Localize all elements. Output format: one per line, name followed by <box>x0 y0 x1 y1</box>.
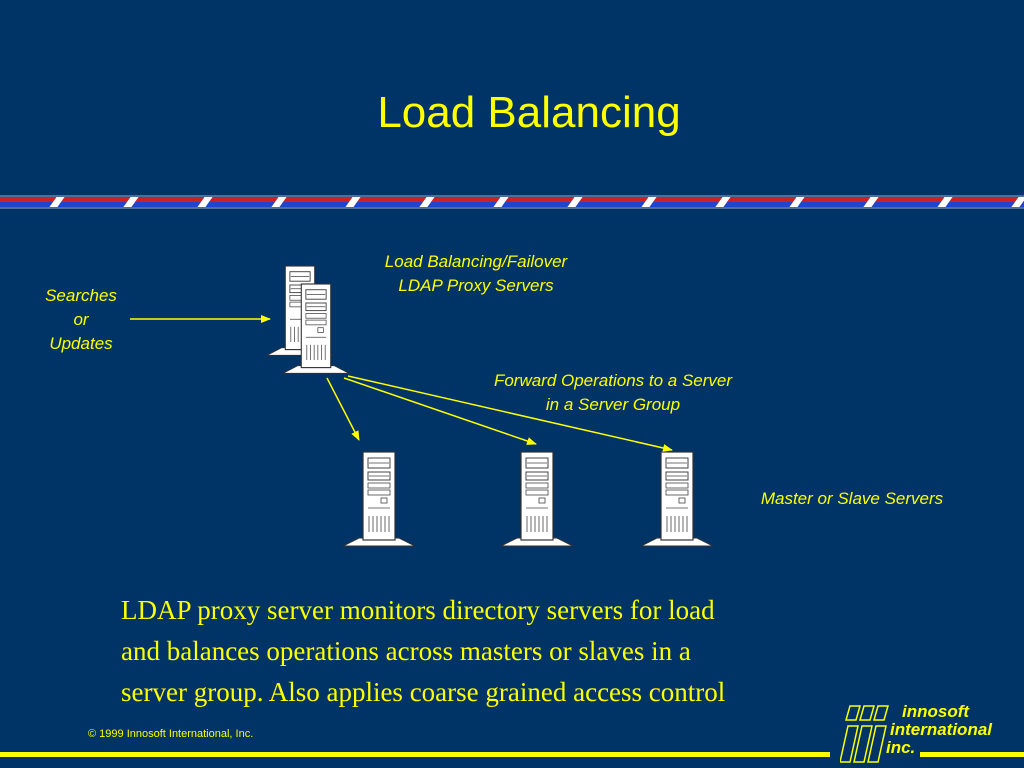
company-name: innosoft international inc. <box>886 702 993 757</box>
forward-arrow-1 <box>326 377 360 441</box>
forward-label: Forward Operations to a Server in a Serv… <box>493 371 733 414</box>
forward-arrow-2 <box>343 377 537 445</box>
footer-rule-right <box>920 752 1024 757</box>
innosoft-logo-icon <box>840 705 889 763</box>
proxy-label: Load Balancing/Failover LDAP Proxy Serve… <box>384 252 568 295</box>
server-3-icon <box>640 451 714 547</box>
slide-title: Load Balancing <box>377 88 681 137</box>
client-label: Searches or Updates <box>45 286 117 353</box>
server-2-icon <box>500 451 574 547</box>
forward-arrow-3 <box>347 375 673 452</box>
footer-rule <box>0 752 830 757</box>
masters-label: Master or Slave Servers <box>760 489 944 508</box>
decorative-stripe <box>0 195 1024 209</box>
copyright-text: © 1999 Innosoft International, Inc. <box>88 728 254 740</box>
description-text: LDAP proxy server monitors directory ser… <box>121 595 726 707</box>
server-1-icon <box>342 451 416 547</box>
